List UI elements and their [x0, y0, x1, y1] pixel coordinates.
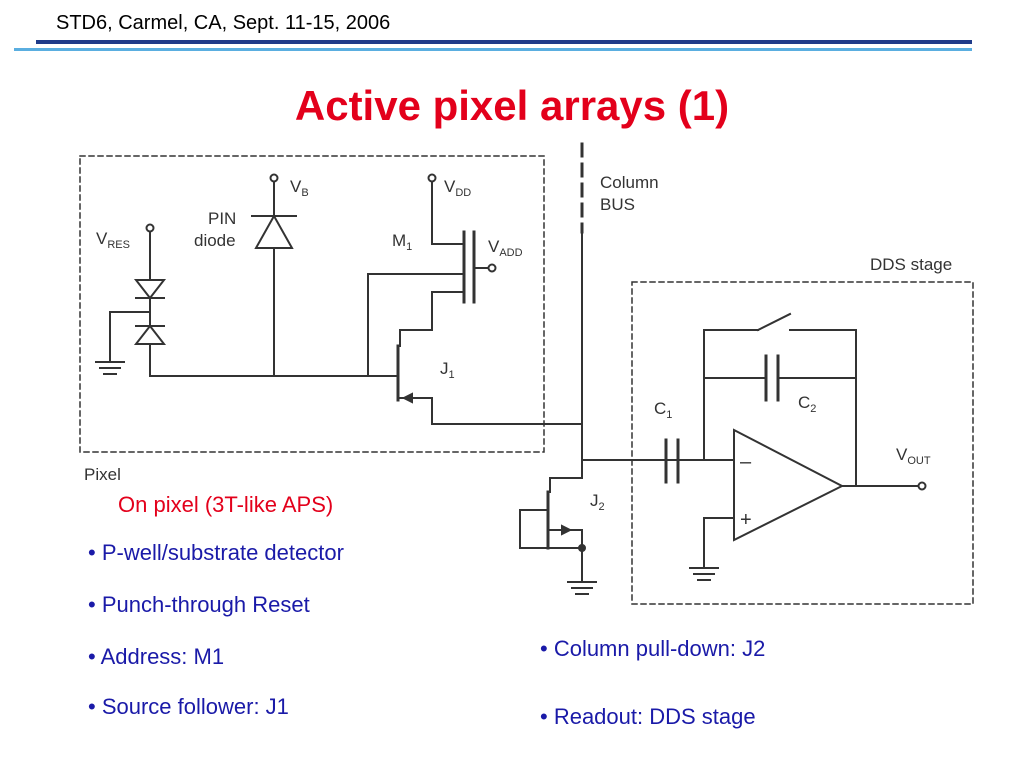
- vout-terminal: [917, 481, 927, 491]
- dds-stage-label: DDS stage: [870, 255, 952, 274]
- bullet-left-3: • Address: M1: [88, 644, 225, 669]
- bullet-right-2: • Readout: DDS stage: [540, 704, 756, 729]
- m1-label: M1: [392, 231, 412, 253]
- j1-label: J1: [440, 359, 455, 381]
- vb-label: VB: [290, 177, 309, 199]
- vdd-terminal: [427, 173, 437, 183]
- header-text: STD6, Carmel, CA, Sept. 11-15, 2006: [56, 12, 391, 34]
- bus-label: BUS: [600, 195, 635, 214]
- opamp-plus-label: +: [740, 509, 752, 531]
- vadd-label: VADD: [488, 237, 523, 259]
- vout-label: VOUT: [896, 445, 931, 467]
- reset-diode-lower: [133, 324, 167, 345]
- bullet-right-1: • Column pull-down: J2: [540, 636, 766, 661]
- reset-diode-upper: [133, 279, 167, 300]
- slide-title: Active pixel arrays (1): [294, 82, 730, 129]
- dds-stage-box: [631, 281, 974, 605]
- vres-label: VRES: [96, 229, 130, 251]
- c2-label: C2: [798, 393, 816, 415]
- pixel-label: Pixel: [84, 465, 121, 484]
- vadd-terminal: [487, 263, 497, 273]
- bullet-left-2: • Punch-through Reset: [88, 592, 310, 617]
- header-rule-light: [14, 48, 972, 51]
- pin-label: PIN: [208, 209, 236, 228]
- diode-label: diode: [194, 231, 236, 250]
- vb-terminal: [269, 173, 279, 183]
- opamp-minus-label: –: [740, 451, 752, 473]
- bullet-left-1: • P-well/substrate detector: [88, 540, 344, 565]
- j2-label: J2: [590, 491, 605, 513]
- header-rule-dark: [36, 40, 972, 44]
- column-label: Column: [600, 173, 659, 192]
- vdd-label: VDD: [444, 177, 471, 199]
- pin-diode: [254, 213, 294, 249]
- reset-switch: [756, 312, 792, 332]
- bullet-left-4: • Source follower: J1: [88, 694, 289, 719]
- pixel-box: [79, 155, 545, 453]
- c1-label: C1: [654, 399, 672, 421]
- vres-terminal: [145, 223, 155, 233]
- op-amp: [733, 428, 845, 542]
- subtitle: On pixel (3T-like APS): [118, 492, 334, 517]
